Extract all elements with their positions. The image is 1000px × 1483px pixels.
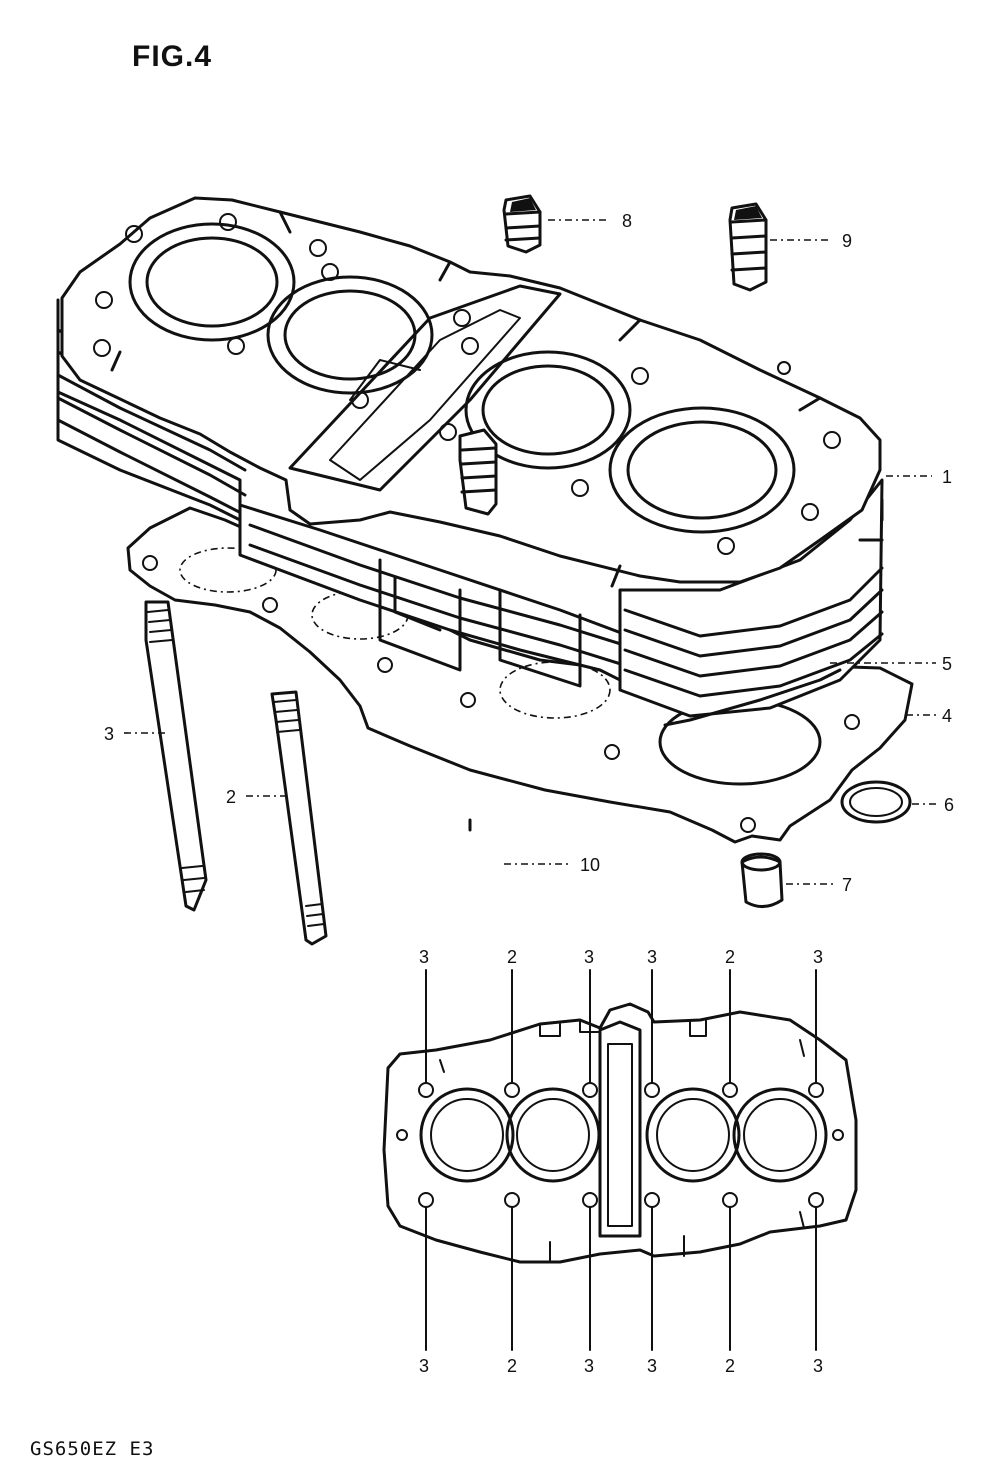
stud-labels-top: 3 2 3 3 2 3 [419, 947, 823, 967]
callout-5: 5 [942, 654, 952, 674]
stud-label-bottom-4: 3 [647, 1356, 657, 1376]
stud-layout-plan: 3 2 3 3 2 3 3 2 3 3 2 3 [382, 947, 858, 1376]
stud-label-bottom-5: 2 [725, 1356, 735, 1376]
stud-label-bottom-6: 3 [813, 1356, 823, 1376]
stud-label-top-5: 2 [725, 947, 735, 967]
stud-label-bottom-2: 2 [507, 1356, 517, 1376]
callout-numbers: 8 9 1 5 4 6 7 10 3 2 [104, 211, 954, 895]
damper-rubber-long [458, 428, 498, 832]
callout-2: 2 [226, 787, 236, 807]
callout-8: 8 [622, 211, 632, 231]
cylinder-gasket-edge [663, 668, 842, 727]
damper-rubber-short [502, 194, 542, 254]
cylinder-block [56, 196, 884, 718]
callout-6: 6 [944, 795, 954, 815]
damper-rubber-tall [728, 202, 768, 292]
stud-label-top-2: 2 [507, 947, 517, 967]
dowel-pin [740, 852, 784, 908]
callout-4: 4 [942, 706, 952, 726]
callout-10: 10 [580, 855, 600, 875]
figure-title: FIG.4 [132, 40, 213, 73]
stud-label-bottom-3: 3 [584, 1356, 594, 1376]
callout-leaders [124, 219, 936, 885]
o-ring [840, 780, 912, 824]
stud-label-top-6: 3 [813, 947, 823, 967]
callout-3: 3 [104, 724, 114, 744]
callout-9: 9 [842, 231, 852, 251]
stud-bolt-short [270, 690, 328, 946]
stud-label-top-4: 3 [647, 947, 657, 967]
cylinder-bore-4 [608, 406, 796, 534]
cylinder-bore-2 [266, 275, 434, 395]
callout-1: 1 [942, 467, 952, 487]
cylinder-bore-3 [464, 350, 632, 470]
stud-bolt-long [144, 600, 208, 912]
model-code: GS650EZ E3 [30, 1438, 155, 1460]
stud-labels-bottom: 3 2 3 3 2 3 [419, 1356, 823, 1376]
stud-label-top-1: 3 [419, 947, 429, 967]
stud-label-top-3: 3 [584, 947, 594, 967]
stud-label-bottom-1: 3 [419, 1356, 429, 1376]
cylinder-bore-1 [128, 222, 296, 342]
callout-7: 7 [842, 875, 852, 895]
